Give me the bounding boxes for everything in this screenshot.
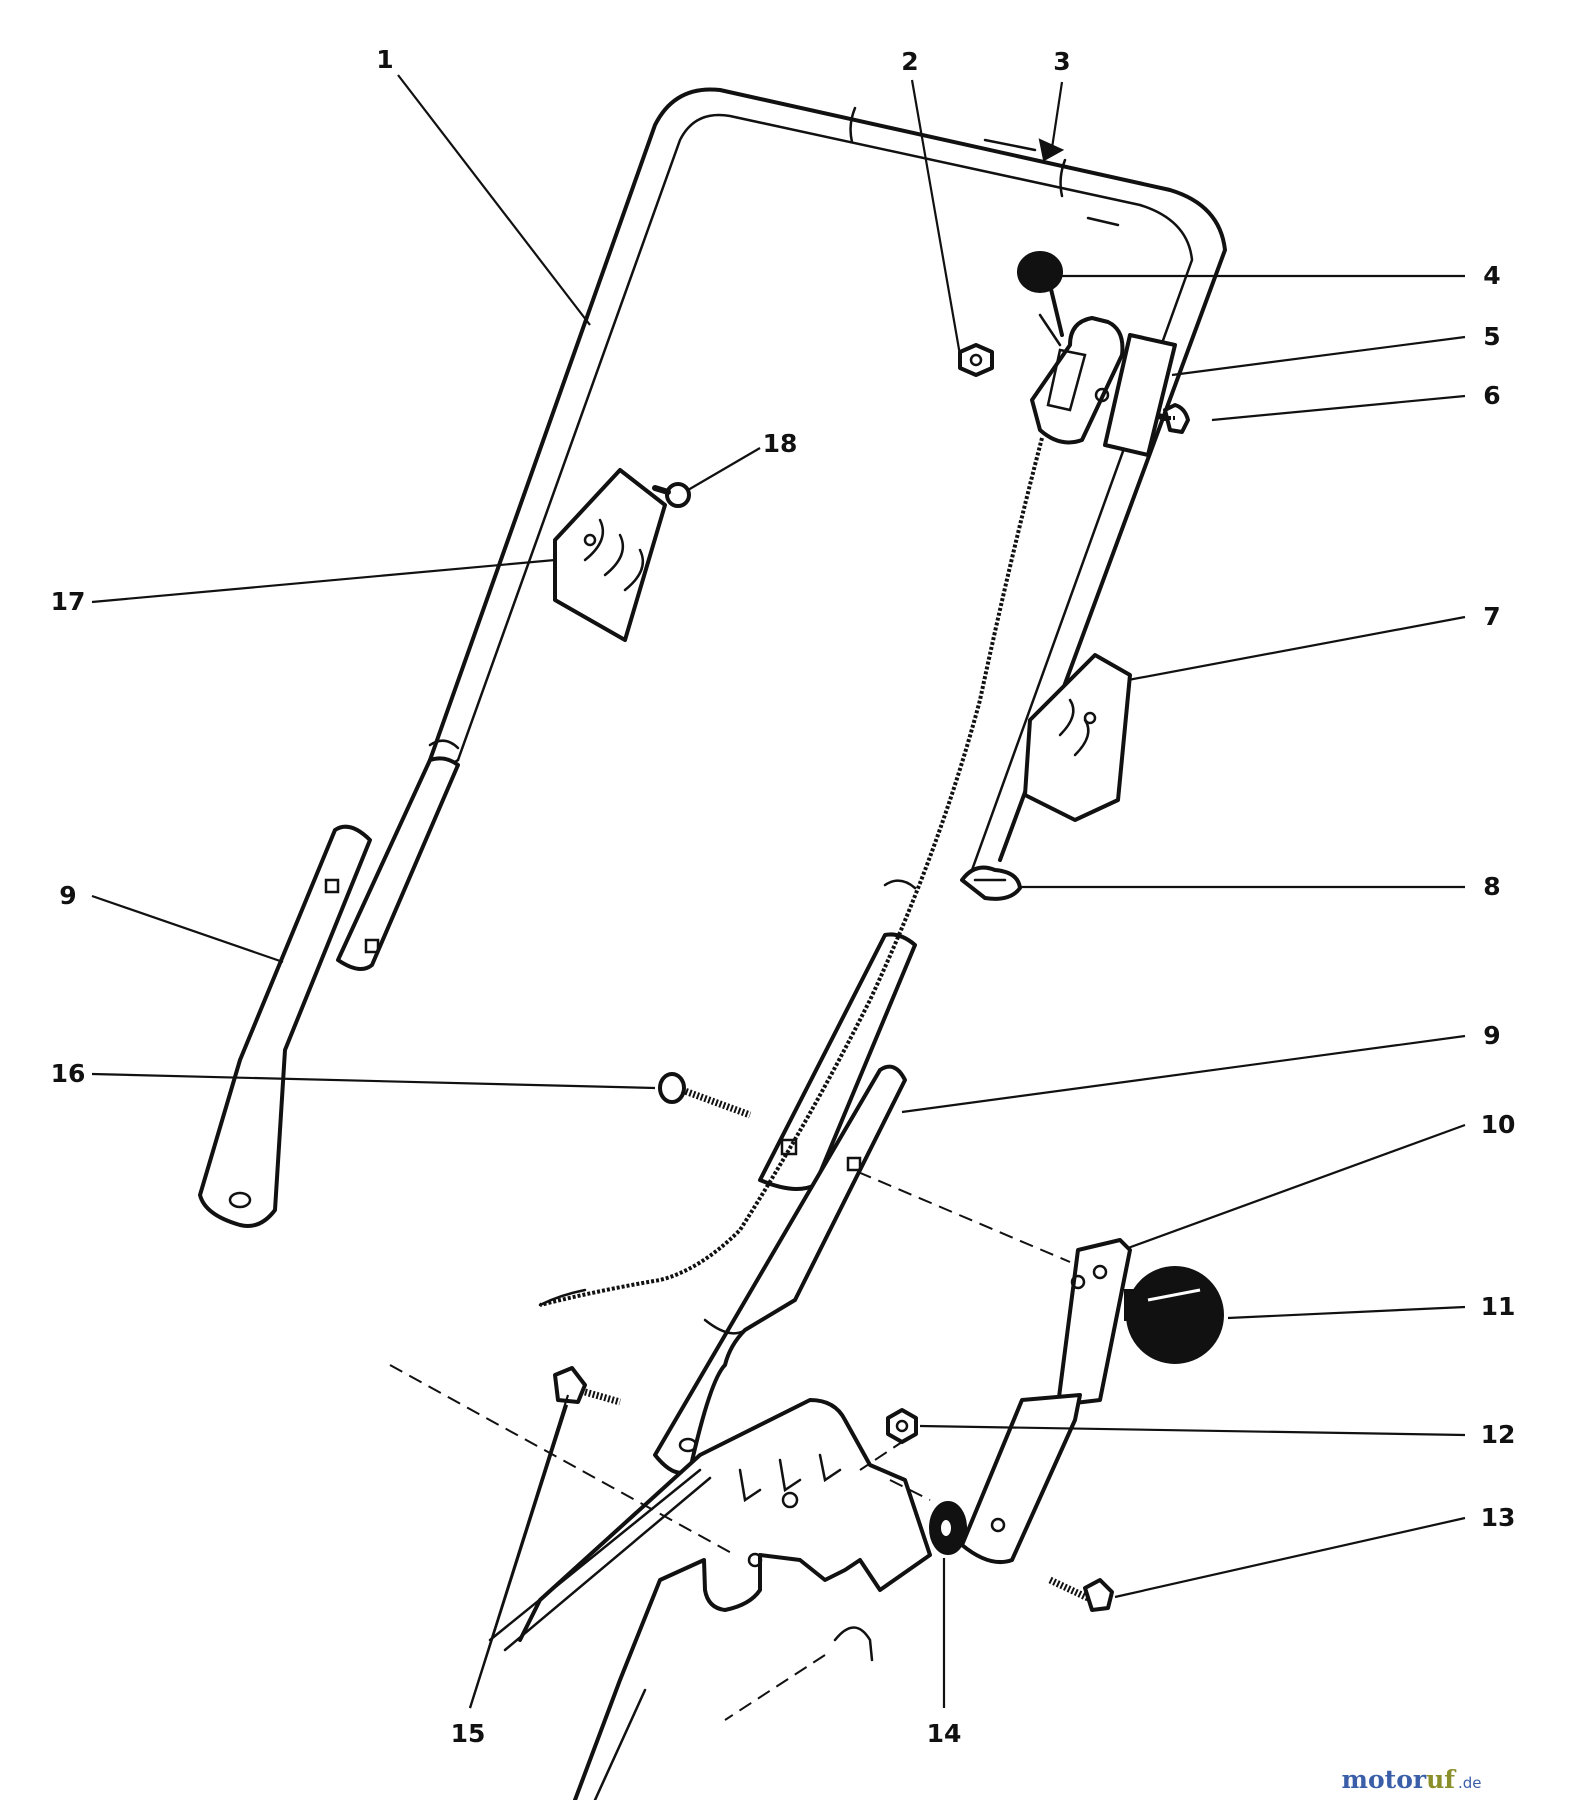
bolt-13	[1048, 1576, 1114, 1612]
decal-arrow-icon	[983, 138, 1065, 162]
callout-14: 14	[927, 1719, 962, 1748]
cable-clip-8	[960, 865, 1022, 901]
screw-18	[652, 482, 691, 508]
callout-6: 6	[1483, 381, 1500, 410]
callout-2: 2	[901, 47, 918, 76]
adjuster-knob-11	[1124, 1266, 1224, 1364]
right-lower-handle	[653, 1064, 907, 1475]
watermark-suffix: .de	[1458, 1774, 1482, 1792]
callout-4: 4	[1483, 261, 1500, 290]
callout-3: 3	[1053, 47, 1070, 76]
alignment-line-12b	[889, 1479, 931, 1501]
callout-8: 8	[1483, 872, 1500, 901]
washer-14	[929, 1501, 967, 1555]
watermark-logo: motoruf .de	[1342, 1765, 1482, 1794]
nut-12	[886, 1408, 918, 1444]
callout-5: 5	[1483, 322, 1500, 351]
callout-12: 12	[1481, 1420, 1516, 1449]
bracket-plate-5	[1103, 333, 1177, 457]
callout-9-right: 9	[1483, 1021, 1500, 1050]
callout-13: 13	[1481, 1503, 1516, 1532]
nut-2	[958, 343, 994, 377]
alignment-line-10	[857, 1171, 1071, 1263]
watermark-part1: motor	[1342, 1765, 1427, 1794]
svg-text:motoruf: motoruf	[1342, 1765, 1458, 1794]
callout-1: 1	[376, 45, 393, 74]
callout-17: 17	[51, 587, 86, 616]
callout-16: 16	[51, 1059, 86, 1088]
throttle-cable	[539, 437, 1044, 1307]
mower-deck-bracket	[488, 1398, 932, 1800]
callout-10: 10	[1481, 1110, 1516, 1139]
left-lower-handle	[198, 824, 372, 1228]
callout-15: 15	[451, 1719, 486, 1748]
lower-bracket	[960, 1393, 1082, 1565]
alignment-line-bottom	[724, 1654, 826, 1721]
callout-11: 11	[1481, 1292, 1516, 1321]
left-lower-tube	[336, 756, 460, 971]
throttle-knob	[1017, 251, 1064, 337]
throttle-control	[1030, 313, 1125, 445]
cable-guide-7	[1023, 653, 1132, 822]
callout-18: 18	[763, 429, 798, 458]
bolt-16	[658, 1072, 752, 1119]
height-bracket-10	[1056, 1238, 1132, 1407]
leader-lines	[91, 74, 1466, 1709]
callout-9-left: 9	[59, 881, 76, 910]
callout-7: 7	[1483, 602, 1500, 631]
cable-guide-17	[553, 468, 667, 642]
bolt-15-upper	[553, 1366, 621, 1406]
watermark-part2: uf	[1426, 1765, 1457, 1794]
alignment-line-12	[859, 1439, 906, 1471]
